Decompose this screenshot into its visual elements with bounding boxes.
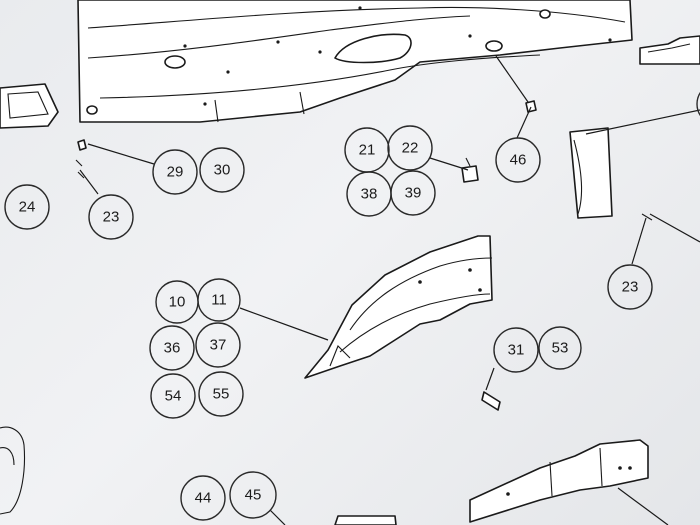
- svg-text:23: 23: [103, 209, 120, 226]
- svg-text:54: 54: [165, 388, 182, 405]
- partial-callouts: [696, 91, 700, 117]
- svg-text:39: 39: [405, 185, 422, 202]
- left-bracket-part: [0, 83, 59, 129]
- svg-text:23: 23: [622, 279, 639, 296]
- svg-text:24: 24: [19, 199, 36, 216]
- callout-23-left: 23: [88, 194, 134, 240]
- svg-text:22: 22: [402, 140, 419, 157]
- callout-21: 21: [344, 127, 390, 173]
- svg-text:38: 38: [361, 186, 378, 203]
- svg-text:37: 37: [210, 337, 227, 354]
- lower-bracket-part: [469, 439, 649, 523]
- right-top-bracket-part: [639, 35, 700, 65]
- svg-text:21: 21: [359, 142, 376, 159]
- callout-45: 45: [229, 471, 277, 519]
- callout-54: 54: [150, 373, 196, 419]
- callout-44: 44: [180, 475, 226, 521]
- callout-36: 36: [149, 325, 195, 371]
- callout-10: 10: [155, 280, 199, 324]
- leader-lines: [79, 55, 700, 525]
- svg-text:29: 29: [167, 164, 184, 181]
- svg-text:53: 53: [552, 340, 569, 357]
- panel-part: [569, 127, 613, 219]
- svg-text:11: 11: [211, 292, 227, 309]
- svg-text:36: 36: [164, 340, 181, 357]
- callout-37: 37: [195, 322, 241, 368]
- svg-text:55: 55: [213, 386, 230, 403]
- hardware-pieces: [75, 100, 653, 411]
- callout-30: 30: [199, 147, 245, 193]
- callout-55: 55: [198, 371, 244, 417]
- chassis-top-part: [77, 0, 633, 123]
- left-edge-part: [0, 426, 25, 515]
- svg-text:46: 46: [510, 152, 527, 169]
- fender-part: [304, 235, 493, 379]
- callout-29: 29: [152, 149, 198, 195]
- callout-53: 53: [538, 326, 582, 370]
- svg-text:45: 45: [245, 487, 262, 504]
- callout-38: 38: [346, 171, 392, 217]
- svg-text:30: 30: [214, 162, 231, 179]
- callout-31: 31: [493, 327, 539, 373]
- callout-39: 39: [390, 170, 436, 216]
- callout-22: 22: [387, 125, 433, 171]
- svg-text:31: 31: [508, 342, 525, 359]
- callout-23-right: 23: [607, 264, 653, 310]
- callout-24: 24: [4, 184, 50, 230]
- callout-46: 46: [495, 137, 541, 183]
- svg-text:10: 10: [169, 294, 186, 311]
- bottom-stub-part: [334, 515, 397, 525]
- svg-text:44: 44: [195, 490, 212, 507]
- callout-11: 11: [197, 278, 241, 322]
